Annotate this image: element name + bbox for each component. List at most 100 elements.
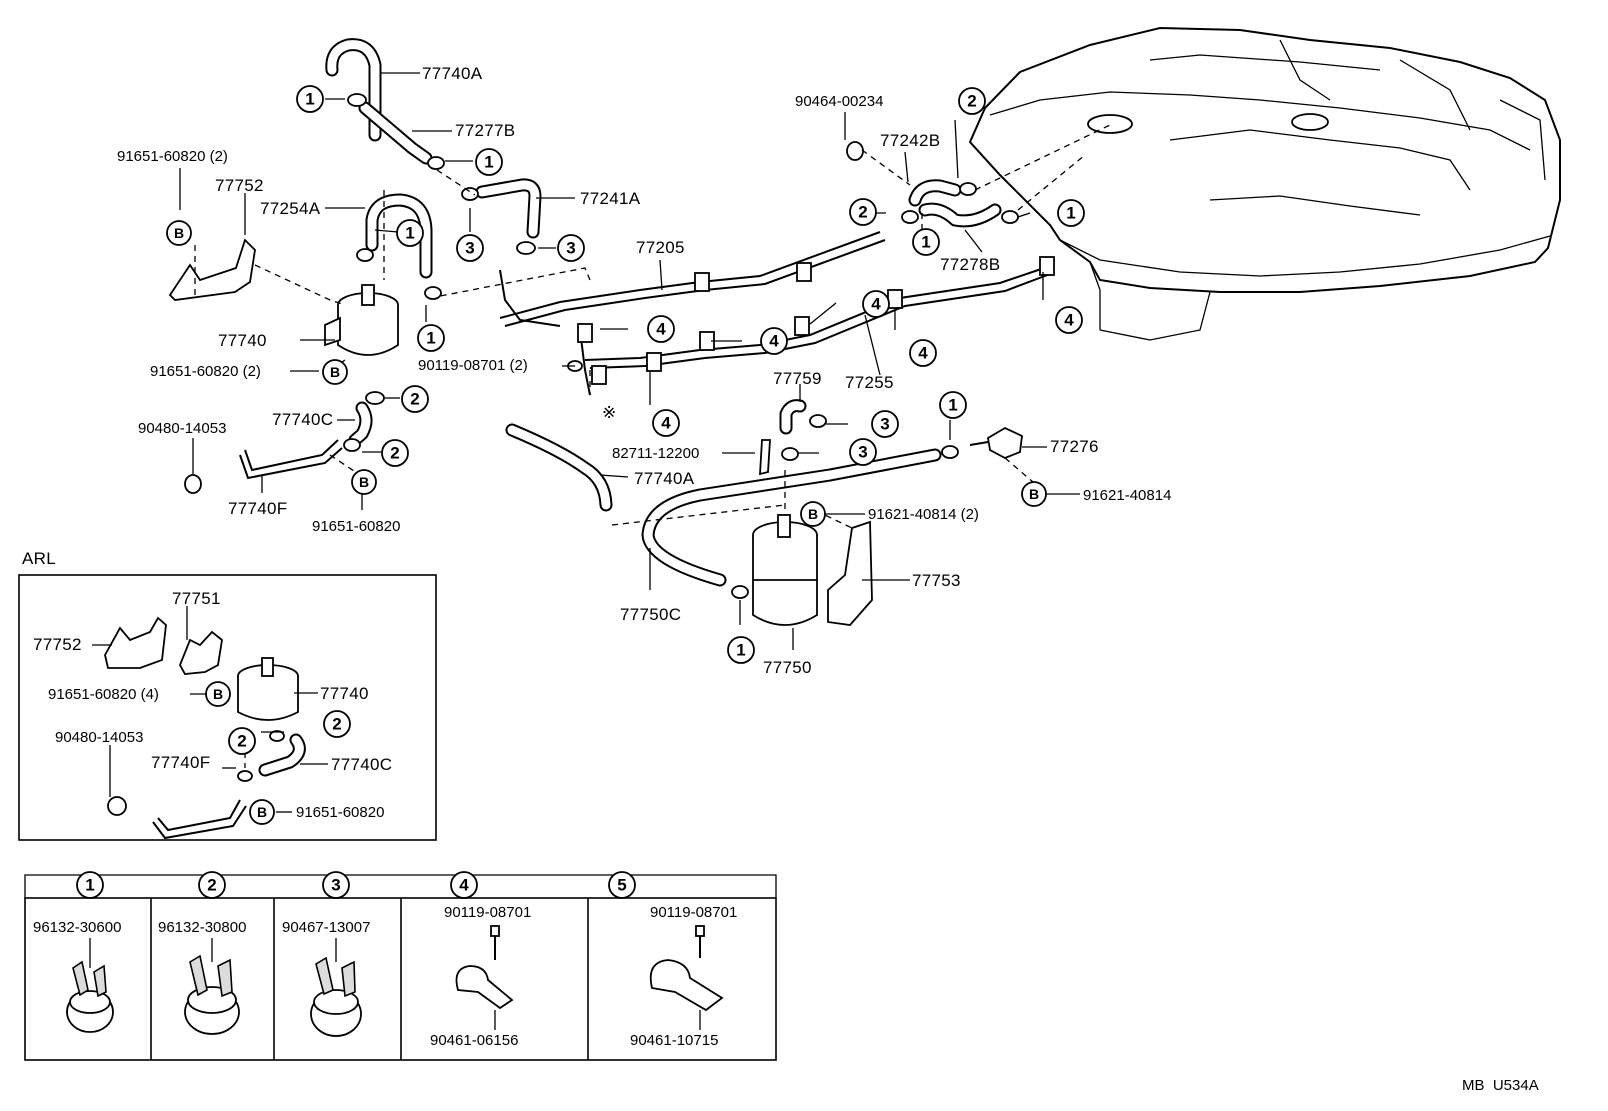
svg-text:1: 1 [1066, 204, 1075, 223]
callout-2: 2 [849, 198, 877, 226]
callout-4: 4 [862, 290, 890, 318]
callout-4: 4 [909, 339, 937, 367]
svg-text:1: 1 [85, 876, 94, 895]
leader-lines [179, 72, 1080, 650]
callout-1: 1 [727, 636, 755, 664]
svg-text:B: B [330, 364, 340, 380]
callout-B: B [800, 501, 826, 527]
hoses [239, 38, 1002, 587]
label-91651-60820: 91651-60820 [312, 518, 400, 535]
legend-header-2: 2 [198, 871, 226, 899]
label-77241A: 77241A [580, 189, 641, 208]
svg-text:B: B [359, 474, 369, 490]
svg-text:2: 2 [967, 92, 976, 111]
label-77740: 77740 [218, 331, 267, 350]
callout-2: 2 [958, 87, 986, 115]
label-77750C: 77750C [620, 605, 681, 624]
inset-label-77740F: 77740F [151, 753, 210, 772]
bracket-77753 [827, 520, 873, 626]
callout-1: 1 [396, 219, 424, 247]
callout-B: B [166, 220, 192, 246]
label-77740A-top: 77740A [422, 64, 483, 83]
legend-header-5: 5 [608, 871, 636, 899]
line-clamp-5-icon [649, 925, 724, 1030]
svg-text:B: B [174, 225, 184, 241]
callout-2: 2 [381, 439, 409, 467]
callout-B: B [351, 469, 377, 495]
callout-1: 1 [939, 391, 967, 419]
legend-part-1: 96132-30600 [33, 919, 121, 936]
svg-text:B: B [808, 506, 818, 522]
callout-1: 1 [912, 228, 940, 256]
svg-text:B: B [257, 804, 267, 820]
legend-part-4-bolt: 90119-08701 [444, 904, 531, 921]
inset-label-90480-14053: 90480-14053 [55, 729, 143, 746]
svg-text:3: 3 [465, 239, 474, 258]
label-77277B: 77277B [455, 121, 515, 140]
label-77740A-mid: 77740A [634, 469, 695, 488]
label-91651-60820-2-mid: 91651-60820 (2) [150, 363, 261, 380]
svg-text:4: 4 [1064, 311, 1074, 330]
svg-text:3: 3 [566, 239, 575, 258]
label-90464-00234: 90464-00234 [795, 93, 883, 110]
svg-text:2: 2 [207, 876, 216, 895]
inset-label-77752: 77752 [33, 635, 82, 654]
svg-text:1: 1 [921, 233, 930, 252]
canister-77740 [324, 284, 399, 356]
label-77254A: 77254A [260, 199, 321, 218]
svg-text:2: 2 [332, 715, 341, 734]
callout-4: 4 [652, 409, 680, 437]
bracket-77752 [168, 238, 256, 301]
callout-2: 2 [323, 710, 351, 738]
callout-B: B [322, 359, 348, 385]
svg-text:4: 4 [656, 320, 666, 339]
svg-text:1: 1 [736, 641, 745, 660]
clip-82711-12200 [759, 439, 771, 476]
label-91651-60820-2-top: 91651-60820 (2) [117, 148, 228, 165]
callout-4: 4 [647, 315, 675, 343]
callout-4: 4 [760, 327, 788, 355]
inset-arl: ARL 77751 77752 91651-60820 (4) 77 [18, 549, 437, 841]
clamp-legend: 1 2 3 4 5 96132-30600 96132-30800 90467-… [24, 871, 777, 1061]
fuel-tank [968, 26, 1561, 341]
inset-label-91651-60820: 91651-60820 [296, 804, 384, 821]
main-labels: 77740A 77277B 91651-60820 (2) 77752 7725… [117, 64, 1171, 677]
grommet-90480-14053 [184, 474, 202, 494]
svg-text:B: B [213, 686, 223, 702]
line-clamps [577, 256, 1055, 385]
callout-2: 2 [401, 385, 429, 413]
legend-part-5-clamp: 90461-10715 [630, 1032, 718, 1049]
callout-1: 1 [417, 324, 445, 352]
callout-4: 4 [1055, 306, 1083, 334]
svg-text:4: 4 [661, 414, 671, 433]
label-77255: 77255 [845, 373, 894, 392]
label-82711-12200: 82711-12200 [612, 445, 699, 462]
label-77242B: 77242B [880, 131, 940, 150]
callout-1: 1 [1057, 199, 1085, 227]
callout-3: 3 [456, 234, 484, 262]
legend-header-3: 3 [322, 871, 350, 899]
legend-part-3: 90467-13007 [282, 919, 370, 936]
svg-text:1: 1 [484, 153, 493, 172]
inset-label-77740C: 77740C [331, 755, 392, 774]
svg-text:3: 3 [858, 443, 867, 462]
label-77752: 77752 [215, 176, 264, 195]
svg-text:B: B [1029, 486, 1039, 502]
callout-1: 1 [296, 85, 324, 113]
legend-part-4-clamp: 90461-06156 [430, 1032, 518, 1049]
label-91621-40814: 91621-40814 [1083, 487, 1171, 504]
svg-text:4: 4 [459, 876, 469, 895]
svg-text:3: 3 [880, 415, 889, 434]
svg-text:1: 1 [948, 396, 957, 415]
callout-3: 3 [871, 410, 899, 438]
assembly-lines [194, 124, 1111, 529]
callout-3: 3 [557, 234, 585, 262]
hose-clamp-3-icon [310, 938, 362, 1037]
label-77759: 77759 [773, 369, 822, 388]
svg-text:2: 2 [390, 444, 399, 463]
label-77205: 77205 [636, 238, 685, 257]
svg-text:4: 4 [769, 332, 779, 351]
callout-2: 2 [228, 727, 256, 755]
